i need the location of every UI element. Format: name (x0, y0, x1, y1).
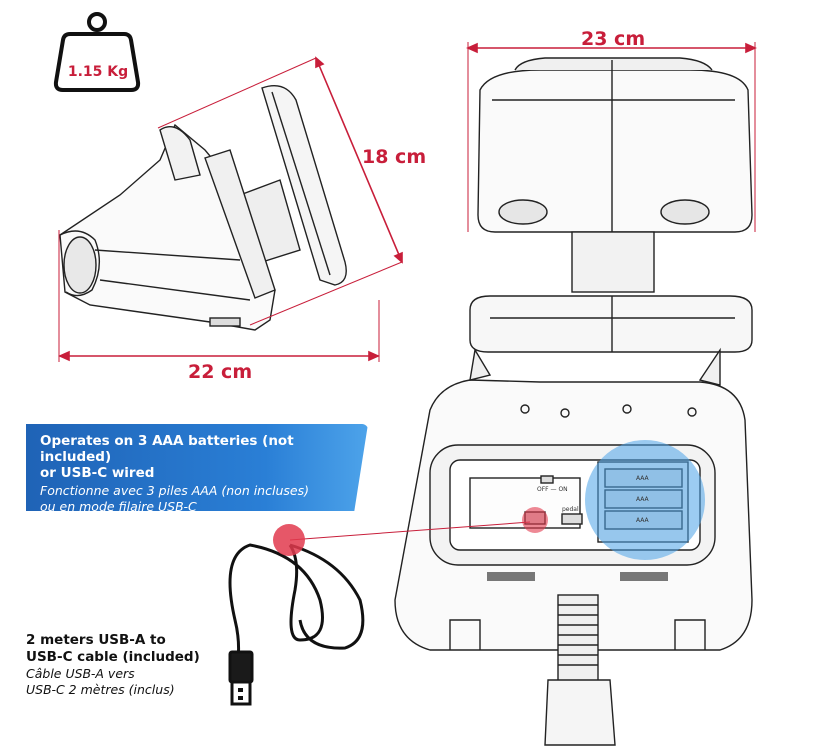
height-dimension-label: 18 cm (362, 146, 427, 168)
width-dimension-label: 23 cm (581, 28, 646, 50)
weight-label: 1.15 Kg (67, 64, 129, 80)
usb-cable-drawing (228, 543, 365, 706)
depth-dimension-label: 22 cm (188, 361, 253, 383)
battery-highlight (585, 440, 705, 560)
cable-line-3: Câble USB-A vers (26, 666, 135, 681)
power-line-4: ou en mode filaire USB-C (40, 499, 197, 514)
power-line-3: Fonctionne avec 3 piles AAA (non incluse… (40, 483, 309, 498)
dimension-lines (58, 42, 757, 541)
power-line-2: or USB-C wired (40, 465, 155, 481)
battery-label-1: AAA (636, 475, 649, 482)
cable-connector-highlight (273, 524, 305, 556)
front-view-drawing (469, 57, 753, 353)
weight-icon (53, 12, 141, 92)
back-view-drawing (394, 347, 753, 746)
battery-label-3: AAA (636, 517, 649, 524)
usb-port-highlight (522, 507, 548, 533)
side-view-drawing (59, 85, 347, 331)
cable-info: 2 meters USB-A to USB-C cable (included)… (26, 632, 236, 698)
power-info-banner: Operates on 3 AAA batteries (not include… (26, 424, 368, 511)
cable-line-4: USB-C 2 mètres (inclus) (26, 682, 175, 697)
pedal-port-label: pedal (562, 506, 579, 513)
battery-label-2: AAA (636, 496, 649, 503)
cable-line-2: USB-C cable (included) (26, 649, 200, 665)
switch-label: OFF — ON (537, 486, 568, 493)
power-line-1: Operates on 3 AAA batteries (not include… (40, 433, 294, 465)
cable-line-1: 2 meters USB-A to (26, 632, 166, 648)
